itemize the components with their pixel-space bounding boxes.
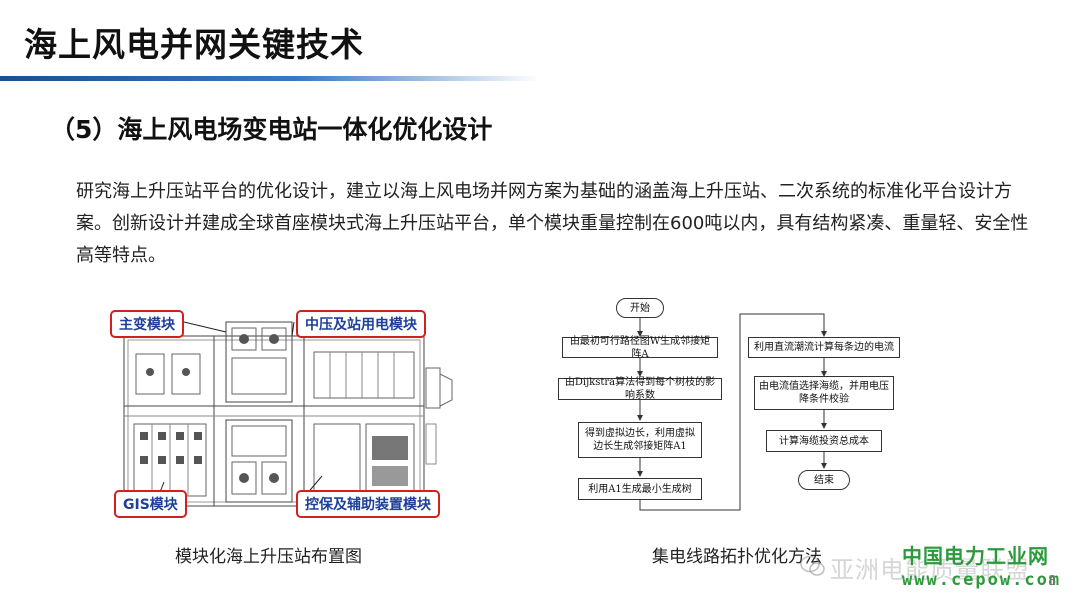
watermark-site-name: 中国电力工业网	[902, 544, 1049, 568]
flow-step-4: 利用A1生成最小生成树	[578, 478, 702, 500]
flowchart-connectors	[637, 313, 827, 511]
flow-step-3: 得到虚拟边长，利用虚拟边长生成邻接矩阵A1	[578, 422, 702, 458]
section-subtitle: （5）海上风电场变电站一体化优化设计	[50, 115, 493, 144]
wechat-icon	[800, 555, 825, 576]
flow-step-6: 由电流值选择海缆，并用电压降条件校验	[754, 376, 894, 410]
substation-layout-drawing	[123, 321, 453, 507]
substation-layout-figure: 主变模块 中压及站用电模块 GIS模块 控保及辅助装置模块	[104, 296, 464, 524]
watermark-alliance: 亚洲电能质量联盟	[830, 556, 1030, 584]
label-control-module: 控保及辅助装置模块	[296, 490, 440, 518]
flow-step-5: 利用直流潮流计算每条边的电流	[748, 337, 900, 358]
watermark-url: www.cepow.com	[902, 570, 1062, 590]
flowchart-caption: 集电线路拓扑优化方法	[652, 547, 822, 567]
flow-step-7: 计算海缆投资总成本	[766, 430, 882, 452]
body-paragraph: 研究海上升压站平台的优化设计，建立以海上风电场并网方案为基础的涵盖海上升压站、二…	[76, 181, 1029, 266]
flow-end: 结束	[798, 470, 850, 490]
flowchart-figure: 开始 由最初可行路径图W生成邻接矩阵A 由Dijkstra算法得到每个树枝的影响…	[552, 294, 932, 524]
title-underline	[0, 76, 540, 81]
flow-step-1: 由最初可行路径图W生成邻接矩阵A	[562, 336, 718, 360]
flow-start: 开始	[616, 298, 664, 318]
label-gis-module: GIS模块	[114, 490, 187, 518]
layout-figure-caption: 模块化海上升压站布置图	[175, 547, 362, 567]
label-mv-station-module: 中压及站用电模块	[296, 310, 426, 338]
label-main-transformer: 主变模块	[110, 310, 184, 338]
slide-title: 海上风电并网关键技术	[24, 25, 364, 64]
page-number: 8	[1048, 574, 1057, 589]
flow-step-2: 由Dijkstra算法得到每个树枝的影响系数	[558, 377, 722, 401]
